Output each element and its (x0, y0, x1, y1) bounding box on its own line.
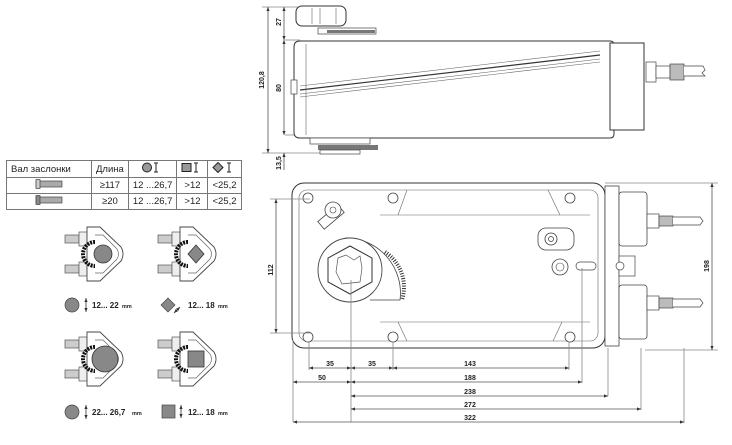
range-label: 22... 26,7 (92, 408, 126, 417)
dim-bottom-7: 272 (464, 402, 476, 409)
dim-bottom-2: 35 (368, 361, 376, 368)
side-view: 120,8 27 80 13,5 (259, 5, 706, 170)
round-shaft-icon (64, 404, 80, 420)
dim-body-height: 80 (276, 84, 283, 92)
unit-label: mm (122, 304, 132, 310)
cable (673, 216, 704, 226)
unit-label: mm (218, 411, 228, 417)
shaft-cell (6, 193, 92, 210)
connector-box (609, 42, 645, 131)
mounting-hole (387, 192, 399, 204)
dim-bottom-6: 238 (464, 389, 476, 396)
legend-diamond: 12... 18 mm (160, 297, 228, 314)
cable (673, 298, 704, 308)
cable (684, 65, 706, 77)
unit-label: mm (218, 304, 228, 310)
mounting-hole (564, 192, 576, 204)
mounting-hole (387, 331, 399, 343)
dim-bottom-height: 13,5 (276, 156, 283, 170)
clamp-round-small (63, 225, 125, 283)
diamond-cell: <25,2 (207, 193, 242, 210)
clamp-diamond (156, 225, 218, 283)
dim-bottom-3: 143 (464, 361, 476, 368)
mounting-hole (302, 331, 314, 343)
dim-total-height: 120,8 (259, 71, 266, 89)
dim-bottom-4: 50 (318, 375, 326, 382)
legend-round-large: 22... 26,7 mm (64, 404, 142, 420)
mounting-hole (564, 331, 576, 343)
shaft-spec-table: Вал заслонки Длина ≥117 12 ...26,7 >12 <… (6, 160, 242, 210)
round-shaft-icon (141, 162, 158, 173)
cable-gland (669, 63, 685, 81)
diamond-shaft-icon (212, 161, 232, 174)
actuator-body-side (293, 40, 615, 139)
dim-height-left: 112 (268, 264, 275, 275)
unit-label: mm (132, 411, 142, 417)
dim-bottom-5: 188 (464, 375, 476, 382)
table-header-row: Вал заслонки Длина (6, 160, 242, 178)
square-shaft-icon (161, 404, 176, 419)
dim-top-height: 27 (276, 18, 283, 26)
dim-height-right: 198 (704, 260, 711, 272)
legend-square: 12... 18 mm (161, 404, 228, 419)
long-shaft-icon (35, 179, 63, 189)
diamond-shaft-icon (160, 297, 176, 313)
header-round (127, 160, 178, 178)
square-shaft-icon (181, 162, 199, 173)
round-shaft-icon (64, 297, 80, 313)
top-view: 112 198 35 35 143 50 188 238 272 322 (268, 182, 718, 424)
dim-bottom-8: 322 (464, 415, 476, 422)
clamp-round-large (63, 330, 125, 388)
table-row: ≥117 12 ...26,7 >12 <25,2 (6, 177, 242, 194)
legend-round-small: 12... 22 mm (64, 297, 132, 313)
range-label: 12... 18 (188, 301, 215, 310)
clamp-square (156, 330, 218, 388)
length-cell: ≥20 (91, 193, 129, 210)
short-shaft-icon (35, 195, 63, 205)
mounting-hole (302, 192, 314, 204)
cable-gland (658, 297, 674, 309)
range-label: 12... 22 (92, 301, 119, 310)
range-label: 12... 18 (188, 408, 215, 417)
position-scale (383, 250, 406, 301)
clamp-top (295, 5, 347, 27)
dim-bottom-1: 35 (326, 361, 334, 368)
table-row: ≥20 12 ...26,7 >12 <25,2 (6, 193, 242, 210)
cable-gland (658, 215, 674, 227)
